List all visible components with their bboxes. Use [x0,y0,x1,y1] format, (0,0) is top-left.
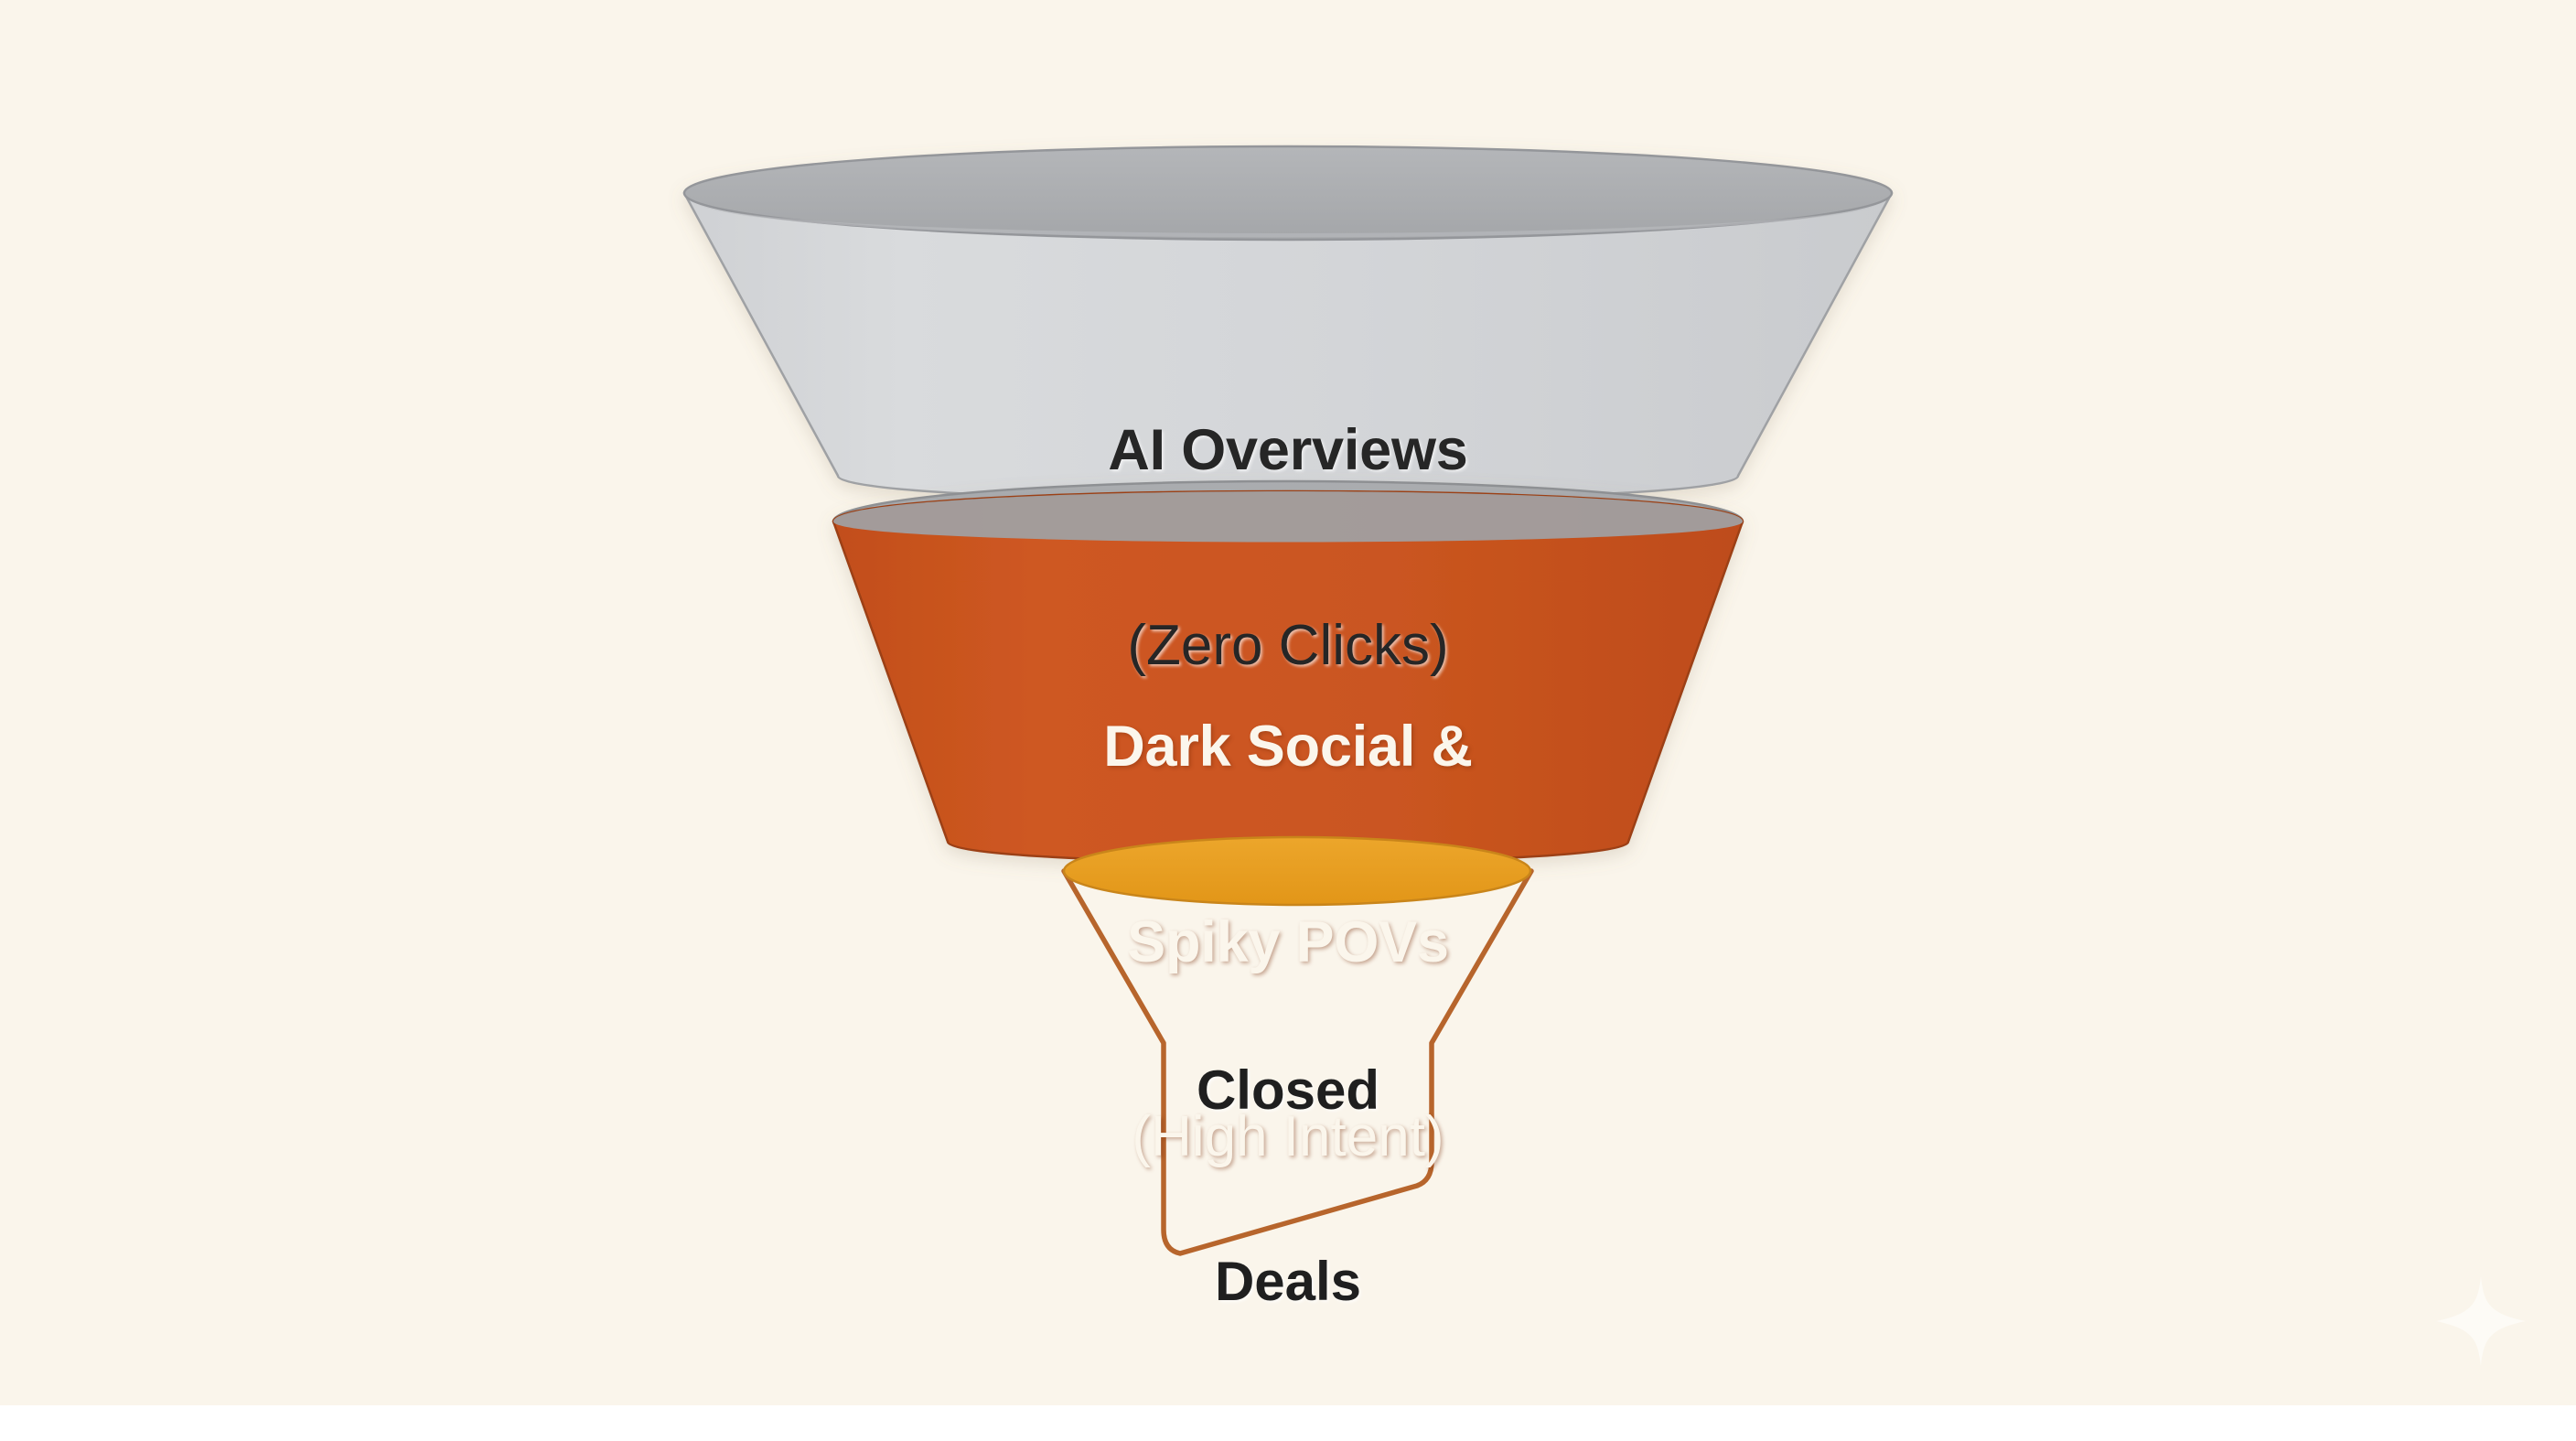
stage2-body [832,489,1744,864]
funnel-graphic [682,145,1894,1256]
stage2-rim-overlap [833,491,1743,543]
stage1-top-rim [682,145,1894,242]
funnel-stage-closed-deals[interactable] [1061,835,1534,1256]
stage3-body-outline [1061,868,1534,1256]
funnel-stage-ai-overviews[interactable] [682,145,1894,502]
sparkle-star-icon [2436,1276,2526,1366]
funnel-stage-dark-social[interactable] [832,479,1744,864]
funnel-diagram-canvas: AI Overviews (Zero Clicks) Dark Social &… [0,0,2576,1405]
stage3-top-rim [1062,835,1532,907]
